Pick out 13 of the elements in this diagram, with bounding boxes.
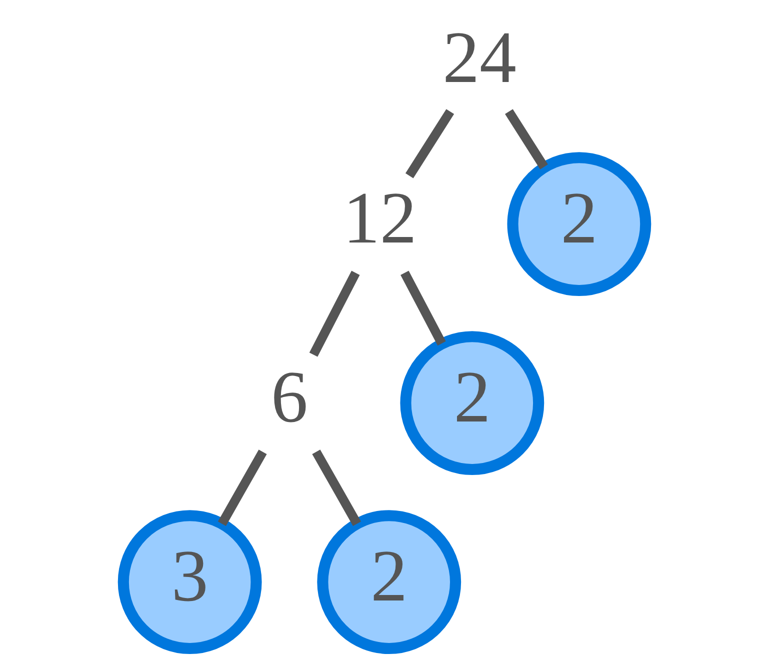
node-text: 24 xyxy=(442,16,516,98)
connector xyxy=(217,450,266,526)
connector xyxy=(308,270,360,357)
node-circle: 3 xyxy=(117,510,262,654)
connector xyxy=(312,450,361,526)
connector xyxy=(404,109,454,178)
node-circle: 2 xyxy=(400,331,544,476)
node-circle: 2 xyxy=(316,510,461,654)
connector xyxy=(400,270,446,346)
connector xyxy=(504,109,548,170)
node-text: 6 xyxy=(270,356,308,438)
node-circle: 2 xyxy=(506,152,651,296)
node-text: 12 xyxy=(342,176,416,258)
